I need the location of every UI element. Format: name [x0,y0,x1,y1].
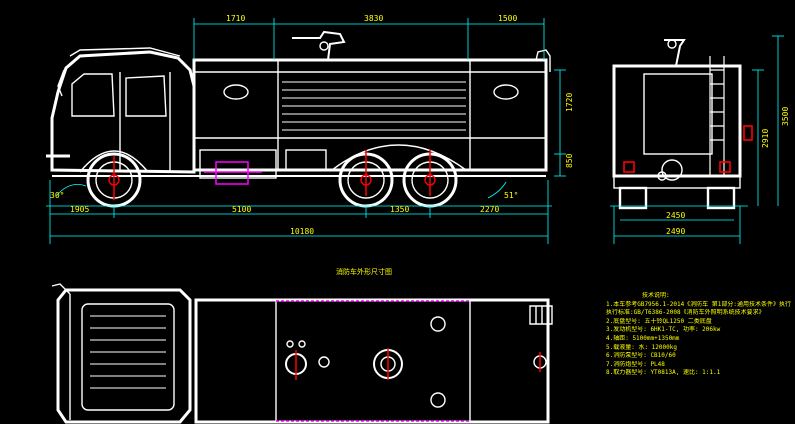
plan-mirror-top [51,283,71,295]
water-cannon [292,30,346,61]
rear-highlights [623,125,753,173]
approach-angle: 30° [50,191,64,200]
rear-warning-light [743,125,753,141]
plan-valve-2 [286,340,294,348]
note-line: 2.底盘型号: 五十铃QL1250 二类底盘 [606,317,712,325]
hose-box [285,149,327,171]
note-line: 4.轴距: 5100mm+1350mm [606,334,680,342]
dim-bottom-4: 2270 [480,205,499,214]
rear-bumper [613,175,741,189]
rear-dimensions [613,35,784,244]
note-line: 8.取力器型号: YT0813A, 速比: 1:1.1 [606,369,721,377]
dim-right-1: 1720 [565,93,574,112]
departure-angle-arc [487,181,507,199]
rear-dim-text: 2910 3500 2450 2490 [666,107,790,236]
note-line: 7.消防炮型号: PL48 [606,360,665,368]
departure-angle: 51° [504,191,518,200]
plan-vent-2 [430,392,446,408]
side-highlights [113,150,431,200]
plan-roof-ribs [90,315,166,389]
plan-view [51,283,553,424]
tank-body [192,58,548,172]
plan-cab-roof [81,303,175,411]
tank-badge-left [223,84,249,100]
cannon-joint [319,41,329,51]
rear-cannon-joint [667,39,677,49]
side-view [46,30,552,208]
rear-tank-panel [643,73,713,155]
rear-wheel-right [706,186,736,210]
dim-top-2: 3830 [364,14,383,23]
rear-height-total: 3500 [781,107,790,126]
side-dimensions [49,18,566,244]
tank-badge-right [493,84,519,100]
plan-highlights [276,300,541,422]
rear-ladder [709,56,725,176]
rear-track-width: 2450 [666,211,685,220]
note-line: 执行标准:GB/T6386-2008《消防车外照明系统技术要求》 [606,309,765,317]
plan-rear-ladder [529,305,553,325]
plan-vent [430,316,446,332]
rear-tail-light-left [623,161,635,173]
note-line: 6.消防泵型号: CB10/60 [606,352,676,360]
rear-hose-reel [661,159,683,181]
dim-bottom-2: 5100 [232,205,251,214]
dim-top-3: 1500 [498,14,517,23]
cab-outline [50,50,196,174]
approach-angle-arc [55,183,87,197]
dim-total-length: 10180 [290,227,314,236]
dim-right-2: 850 [565,153,574,168]
roller-shutter [282,81,466,131]
dim-bottom-3: 1350 [390,205,409,214]
front-fender [79,150,149,173]
rear-fender [331,144,467,171]
notes-heading: 技术说明: [642,292,670,299]
rear-overall-width: 2490 [666,227,685,236]
plan-view-title: 消防车外形尺寸图 [336,268,392,276]
rear-height-inner: 2910 [761,129,770,148]
note-line: 5.载液量: 水: 12000kg [606,343,677,351]
dim-bottom-1: 1905 [70,205,89,214]
cab-roof-rail [69,47,181,57]
rear-hose-reel-hub [657,171,667,181]
foam-tank [215,161,249,185]
rear-ladder-top [535,49,551,72]
note-line: 1.本车参考GB7956.1-2014《消防车 第1部分:通用技术条件》执行 [606,300,792,308]
cab-door-window [125,75,167,117]
rear-body [612,64,742,178]
plan-valve [318,356,330,368]
dim-top-1: 1710 [226,14,245,23]
plan-cab [56,288,192,424]
plan-valve-3 [298,340,306,348]
side-dim-text: 1710 3830 1500 1720 850 1905 5100 1350 2… [50,14,574,236]
rear-tail-light-right [719,161,731,173]
rear-view [610,39,748,210]
plan-body [194,298,550,424]
rear-cannon [664,39,686,67]
note-line: 3.发动机型号: 6HK1-TC, 功率: 206kw [606,326,721,334]
technical-notes: 技术说明: 1.本车参考GB7956.1-2014《消防车 第1部分:通用技术条… [606,292,792,378]
mirror [57,69,65,97]
rear-wheel-left [618,186,648,210]
cab-windshield [71,73,115,117]
pump-compartment [199,149,277,179]
